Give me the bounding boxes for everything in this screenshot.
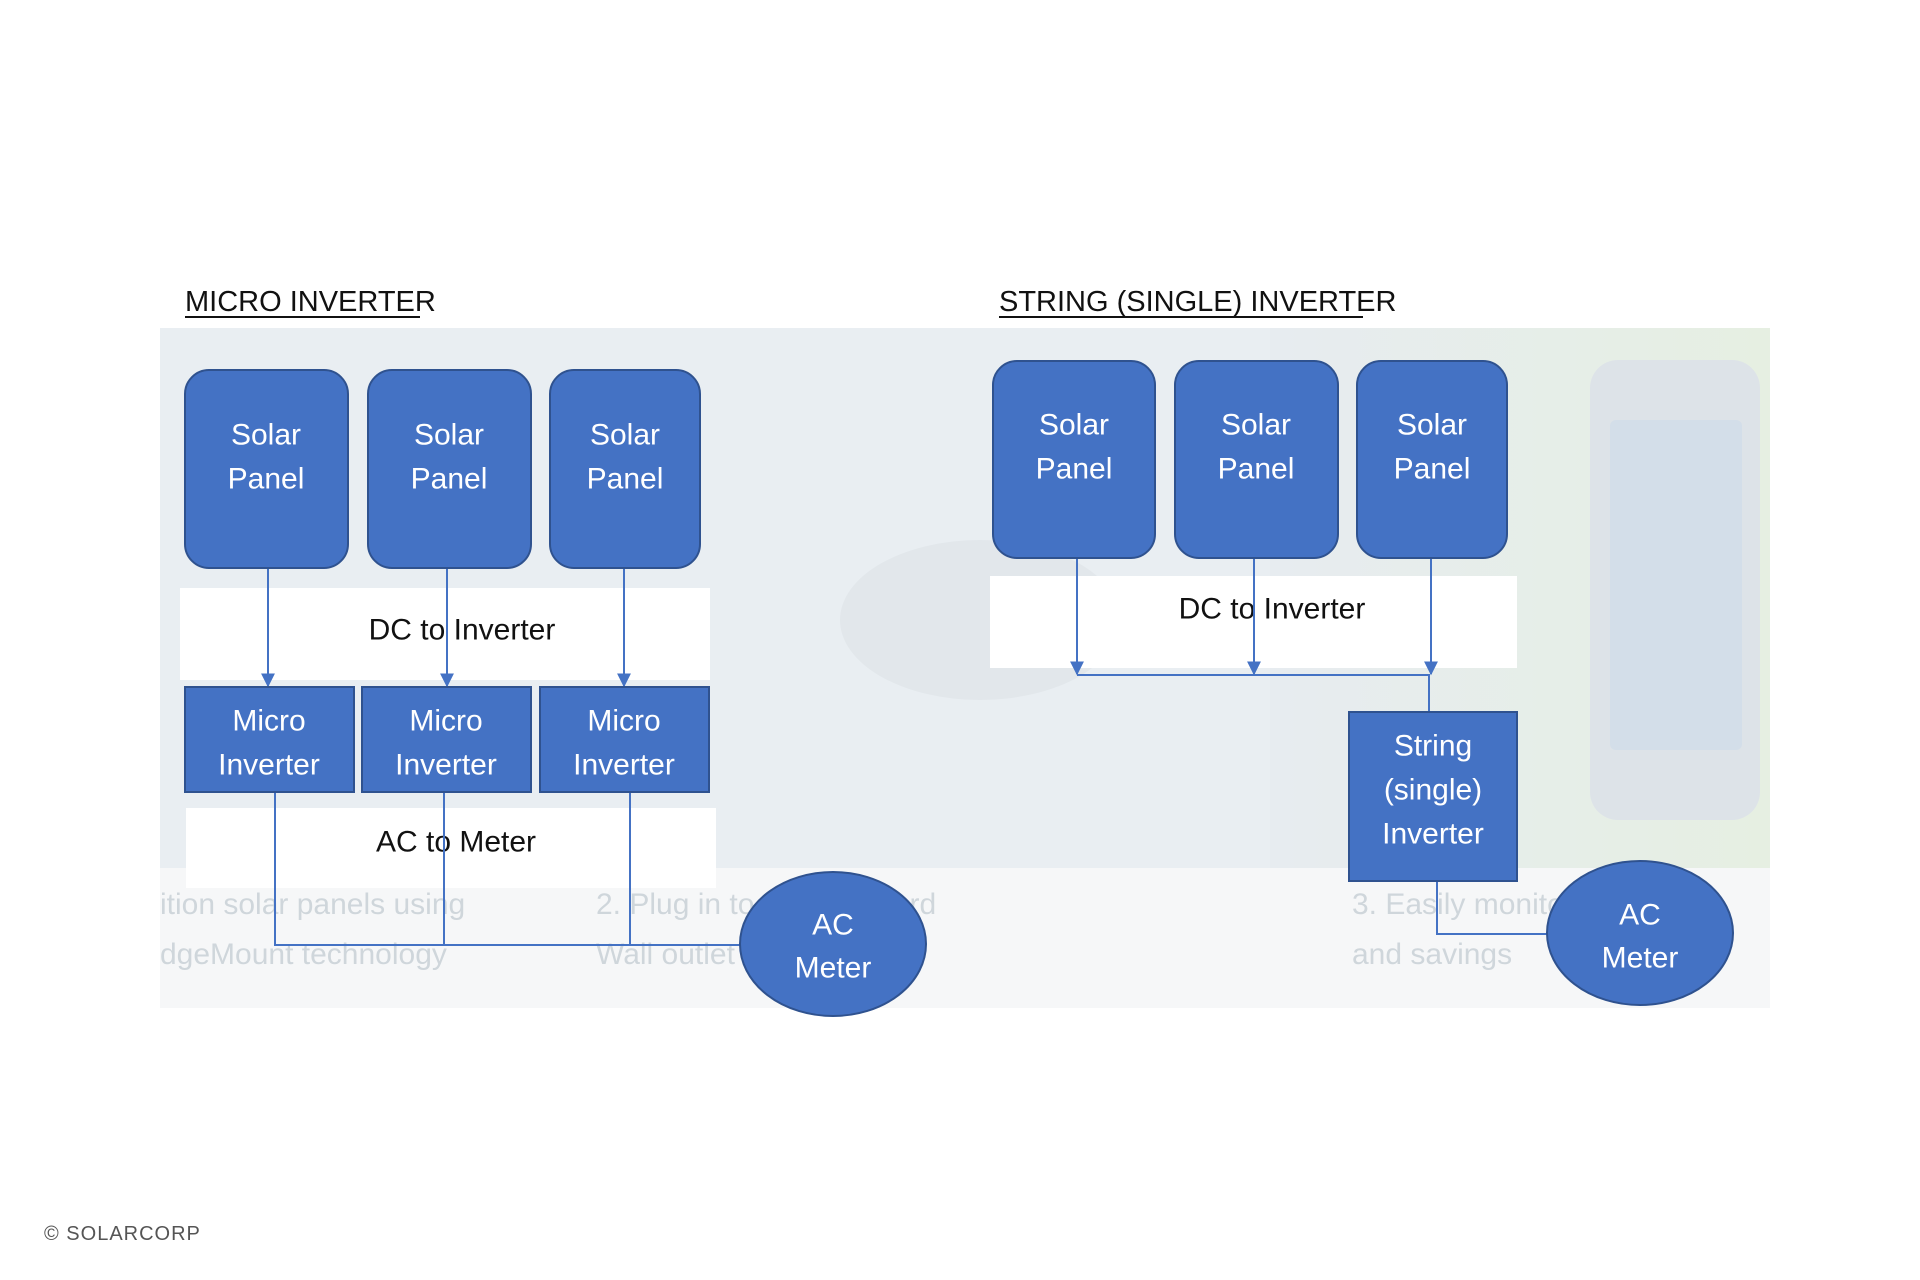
string-meter-line-2: Meter: [1602, 942, 1679, 975]
micro-inverter-2-line-1: Micro: [409, 705, 482, 738]
micro-inverter-1-line-1: Micro: [232, 705, 305, 738]
micro-panel-2-line-2: Panel: [411, 463, 488, 496]
string-inverter-line-3: Inverter: [1382, 818, 1484, 851]
string-single-inverter: String (single) Inverter: [1348, 711, 1518, 882]
micro-ac-label: AC to Meter: [376, 826, 536, 859]
background-text-strip: [160, 868, 1770, 1008]
micro-dc-label: DC to Inverter: [369, 614, 556, 647]
string-inverter-line-2: (single): [1384, 774, 1482, 807]
string-panel-1-line-1: Solar: [1039, 409, 1109, 442]
string-solar-panel-3: Solar Panel: [1356, 360, 1508, 559]
string-meter-line-1: AC: [1619, 899, 1661, 932]
copyright-notice: © SOLARCORP: [44, 1223, 201, 1245]
string-inverter-title: STRING (SINGLE) INVERTER: [999, 286, 1396, 318]
micro-solar-panel-2: Solar Panel: [367, 369, 532, 569]
micro-panel-1-line-2: Panel: [228, 463, 305, 496]
string-inverter-line-1: String: [1394, 730, 1472, 763]
micro-solar-panel-1: Solar Panel: [184, 369, 349, 569]
micro-inverter-1: Micro Inverter: [184, 686, 355, 793]
string-dc-bus: [1077, 674, 1430, 712]
string-dc-label: DC to Inverter: [1179, 593, 1366, 626]
micro-inverter-3-line-2: Inverter: [573, 749, 675, 782]
bg-caption-2b: Wall outlet: [596, 938, 736, 971]
string-panel-1-line-2: Panel: [1036, 453, 1113, 486]
string-panel-3-line-2: Panel: [1394, 453, 1471, 486]
string-panel-3-line-1: Solar: [1397, 409, 1467, 442]
micro-inverter-3: Micro Inverter: [539, 686, 710, 793]
micro-inverter-1-line-2: Inverter: [218, 749, 320, 782]
micro-ac-bus: [274, 792, 742, 946]
micro-meter-line-2: Meter: [795, 952, 872, 985]
string-solar-panel-2: Solar Panel: [1174, 360, 1339, 559]
bg-caption-1a: ition solar panels using: [160, 888, 465, 921]
micro-inverter-section: MICRO INVERTER DC to Inverter AC to Mete…: [180, 286, 927, 1017]
micro-panel-2-line-1: Solar: [414, 419, 484, 452]
string-panel-2-line-2: Panel: [1218, 453, 1295, 486]
string-inverter-section: STRING (SINGLE) INVERTER DC to Inverter …: [990, 286, 1734, 1006]
micro-meter-line-1: AC: [812, 909, 854, 942]
micro-inverter-3-line-1: Micro: [587, 705, 660, 738]
phone-screen-icon: [1610, 420, 1742, 750]
micro-panel-3-line-2: Panel: [587, 463, 664, 496]
micro-inverter-2-line-2: Inverter: [395, 749, 497, 782]
string-ac-meter: AC Meter: [1546, 860, 1734, 1006]
string-solar-panel-1: Solar Panel: [992, 360, 1156, 559]
micro-inverter-title: MICRO INVERTER: [185, 286, 436, 318]
string-ac-link: [1436, 881, 1548, 935]
string-panel-2-line-1: Solar: [1221, 409, 1291, 442]
bg-caption-1b: dgeMount technology: [160, 938, 447, 971]
micro-ac-meter: AC Meter: [739, 871, 927, 1017]
micro-solar-panel-3: Solar Panel: [549, 369, 701, 569]
bg-caption-3b: and savings: [1352, 938, 1512, 971]
micro-panel-3-line-1: Solar: [590, 419, 660, 452]
micro-inverter-2: Micro Inverter: [361, 686, 532, 793]
micro-panel-1-line-1: Solar: [231, 419, 301, 452]
